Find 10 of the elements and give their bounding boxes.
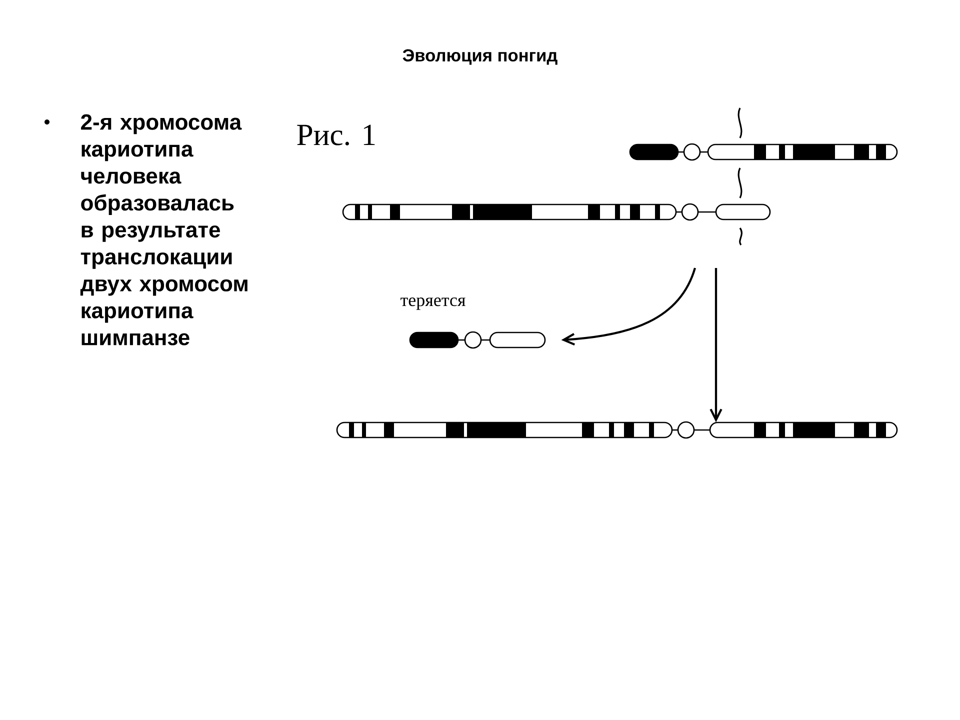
chromosome-drawing bbox=[342, 203, 771, 221]
title: Эволюция понгид bbox=[402, 49, 558, 65]
bullet-text: 2-я хромосома кариотипа человека образовалась в результате транслокации двух хромосом кариотипа шимпанзе bbox=[80, 114, 248, 346]
chromosome-drawing bbox=[629, 143, 898, 161]
chromosome-drawing bbox=[336, 421, 898, 439]
figure-label: Рис. 1 bbox=[297, 124, 375, 146]
arrow bbox=[561, 268, 696, 346]
node-label: теряется bbox=[400, 298, 466, 310]
chromosome-drawing bbox=[409, 331, 546, 349]
arrow bbox=[710, 268, 722, 422]
